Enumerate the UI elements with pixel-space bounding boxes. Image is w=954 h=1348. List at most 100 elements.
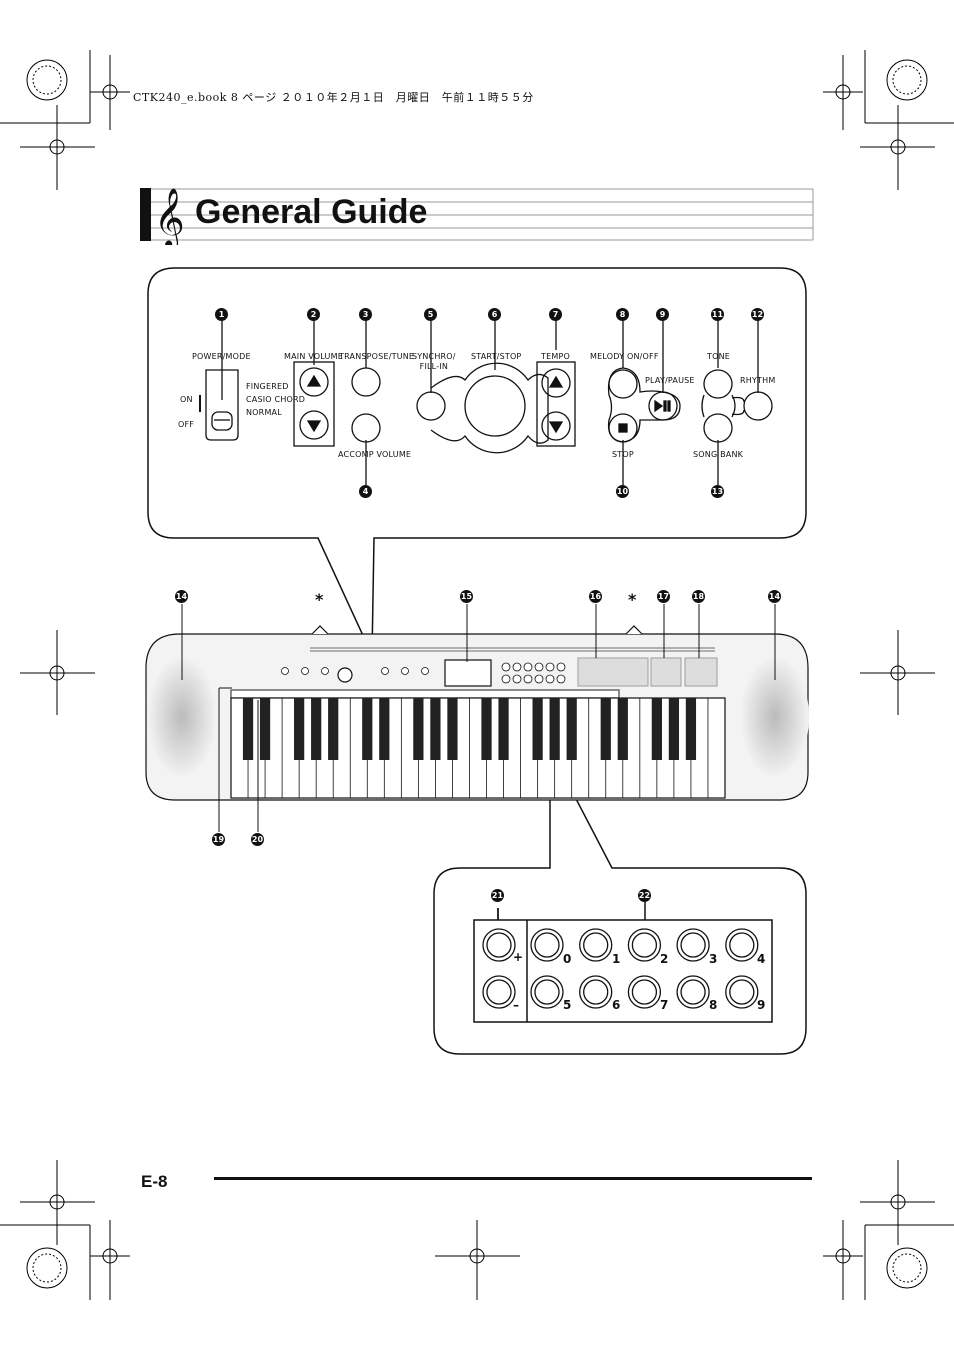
panel-button-dot — [381, 667, 389, 675]
callout-14-right: 14 — [768, 590, 781, 603]
panel-button-dot — [512, 674, 522, 684]
panel-button-dot — [421, 667, 429, 675]
mode-fingered: FINGERED — [246, 382, 289, 391]
keypad-digit-9: 9 — [757, 998, 766, 1012]
keypad-button — [482, 975, 516, 1009]
callout-10: 10 — [616, 485, 629, 498]
keypad-digit-6: 6 — [612, 998, 621, 1012]
keypad-digit-7: 7 — [660, 998, 669, 1012]
callout-5: 5 — [424, 308, 437, 321]
black-key — [651, 698, 662, 760]
melody-on-off-label: MELODY ON/OFF — [590, 352, 659, 361]
callout-8: 8 — [616, 308, 629, 321]
play-pause-label: PLAY/PAUSE — [645, 376, 695, 385]
callout-2: 2 — [307, 308, 320, 321]
callout-18: 18 — [692, 590, 705, 603]
keypad-digit-8: 8 — [709, 998, 718, 1012]
svg-text:𝄞: 𝄞 — [154, 188, 185, 245]
callout-6: 6 — [488, 308, 501, 321]
stop-label: STOP — [612, 450, 634, 459]
callout-1: 1 — [215, 308, 228, 321]
keypad-button — [579, 975, 613, 1009]
panel-button-dot — [501, 674, 511, 684]
file-info-header: CTK240_e.book 8 ページ ２０１０年２月１日 月曜日 午前１１時５… — [133, 91, 534, 104]
keypad-button — [530, 928, 564, 962]
song-bank-label: SONG BANK — [693, 450, 744, 459]
callout-21: 21 — [491, 889, 504, 902]
footer-rule — [214, 1177, 812, 1180]
synchro-fill-in-label: SYNCHRO/ FILL-IN — [412, 352, 456, 371]
on-label: ON — [180, 395, 193, 404]
black-key — [430, 698, 441, 760]
asterisk-right: * — [628, 590, 637, 609]
keypad-digit-5: 5 — [563, 998, 572, 1012]
callout-7: 7 — [549, 308, 562, 321]
tone-label: TONE — [707, 352, 731, 361]
black-key — [498, 698, 509, 760]
panel-button-dot — [545, 674, 555, 684]
keypad-digit-1: 1 — [612, 952, 621, 966]
black-key — [549, 698, 560, 760]
callout-17: 17 — [657, 590, 670, 603]
asterisk-left: * — [315, 590, 324, 609]
black-key — [259, 698, 271, 760]
panel-button-dot — [512, 662, 522, 672]
panel-button-dot — [556, 662, 566, 672]
black-key — [481, 698, 492, 760]
callout-9: 9 — [656, 308, 669, 321]
panel-button-dot — [501, 662, 511, 672]
callout-3: 3 — [359, 308, 372, 321]
black-key — [617, 698, 628, 760]
black-key — [413, 698, 424, 760]
tempo-label: TEMPO — [541, 352, 570, 361]
black-key — [447, 698, 458, 760]
panel-button-dot — [321, 667, 329, 675]
keypad-button — [627, 928, 662, 962]
black-key — [600, 698, 611, 760]
black-key — [242, 698, 254, 760]
black-key — [294, 698, 305, 760]
callout-12: 12 — [751, 308, 764, 321]
rhythm-label: RHYTHM — [740, 376, 776, 385]
panel-button-dot — [556, 674, 566, 684]
keypad-minus: – — [513, 998, 519, 1012]
black-key — [566, 698, 577, 760]
keypad-button — [676, 928, 710, 962]
panel-button-dot — [523, 674, 533, 684]
callout-20: 20 — [251, 833, 264, 846]
black-key — [685, 698, 697, 760]
callout-14-left: 14 — [175, 590, 188, 603]
panel-button-dot — [281, 667, 289, 675]
keypad-button — [627, 975, 662, 1009]
callout-4: 4 — [359, 485, 372, 498]
panel-button-dot — [523, 662, 533, 672]
keypad-button — [725, 928, 759, 962]
black-key — [379, 698, 390, 760]
keypad-digit-0: 0 — [563, 952, 572, 966]
panel-button-dot — [401, 667, 409, 675]
callout-13: 13 — [711, 485, 724, 498]
black-key — [328, 698, 339, 760]
callout-11: 11 — [711, 308, 724, 321]
keypad-digit-3: 3 — [709, 952, 718, 966]
callout-19: 19 — [212, 833, 225, 846]
keypad-button — [579, 928, 613, 962]
black-key — [532, 698, 543, 760]
panel-button-dot — [301, 667, 309, 675]
transpose-tune-label: TRANSPOSE/TUNE — [339, 352, 415, 361]
title-staff: 𝄞 — [140, 188, 814, 245]
off-label: OFF — [178, 420, 195, 429]
keypad-plus: + — [513, 950, 524, 964]
page-number: E-8 — [141, 1172, 168, 1191]
keypad-digit-2: 2 — [660, 952, 669, 966]
keypad-button — [530, 975, 564, 1009]
panel-button-dot — [545, 662, 555, 672]
black-key — [362, 698, 373, 760]
callout-22: 22 — [638, 889, 651, 902]
black-key — [668, 698, 680, 760]
callout-16: 16 — [589, 590, 602, 603]
mode-normal: NORMAL — [246, 408, 282, 417]
